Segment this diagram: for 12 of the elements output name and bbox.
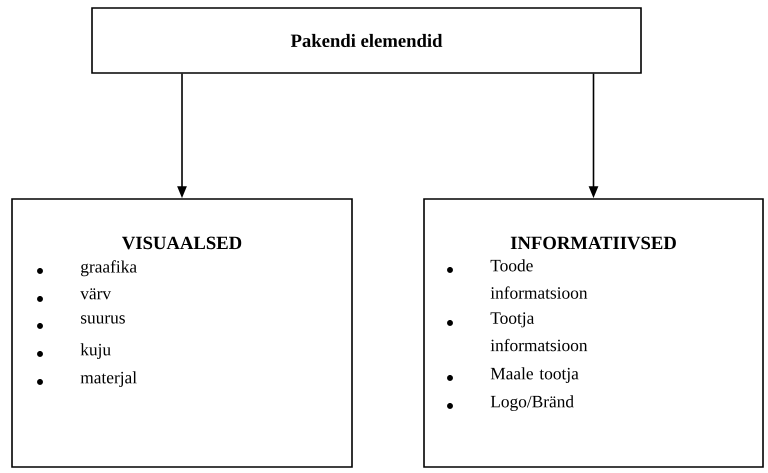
- bullet-item: värv: [37, 288, 112, 302]
- bullet-item: Logo/Bränd: [447, 395, 574, 412]
- title-box: Pakendi elemendid: [91, 7, 642, 74]
- bullet-item: Toode informatsioon: [447, 259, 588, 299]
- bullet-item: graafika: [37, 260, 137, 276]
- box-heading: VISUAALSED: [122, 236, 242, 250]
- bullet-item: Tootja informatsioon: [447, 312, 588, 352]
- bullet-item: Maale tootja: [447, 367, 579, 383]
- box-heading: INFORMATIIVSED: [510, 236, 676, 250]
- bullet-item: kuju: [37, 343, 111, 359]
- bullet-item: materjal: [37, 371, 137, 387]
- bullet-item: suurus: [37, 315, 125, 329]
